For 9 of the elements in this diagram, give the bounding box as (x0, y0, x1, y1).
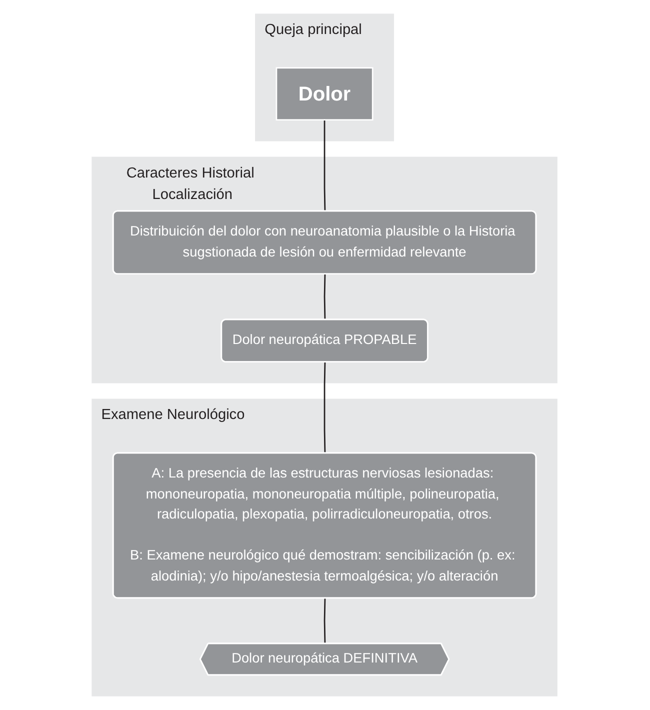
section-label: Queja principal (265, 22, 362, 38)
connector (324, 120, 326, 212)
node-box (276, 67, 374, 121)
connector (324, 598, 326, 644)
connector (324, 274, 326, 320)
flowchart-drawing: Queja principal Dolor Caracteres Historial Localización Distribuición del dolor con neuroanatomia plausible o la Historia sugstionada de lesión ou enfermidad relevante Dolor neuropática PROPABLE Examene Neurológico A: La presencia de las estructuras nerviosas lesionadas: mononeuropatia, mononeuropatia múltiple, polineuropatia, radiculopatia, plexopatia, polirradiculoneuropatia, otros. B: Examene neurológico qué demostram: sencibilización (p. ex: alodinia); y/o hipo/anestesia termoalgésica; y/o alteración Dolor neuropática DEFINITIVA (83, 5, 567, 705)
section-label: Examene Neurológico (102, 407, 246, 423)
section-label: Caracteres Historial Localización (126, 165, 255, 203)
connector (324, 362, 326, 454)
